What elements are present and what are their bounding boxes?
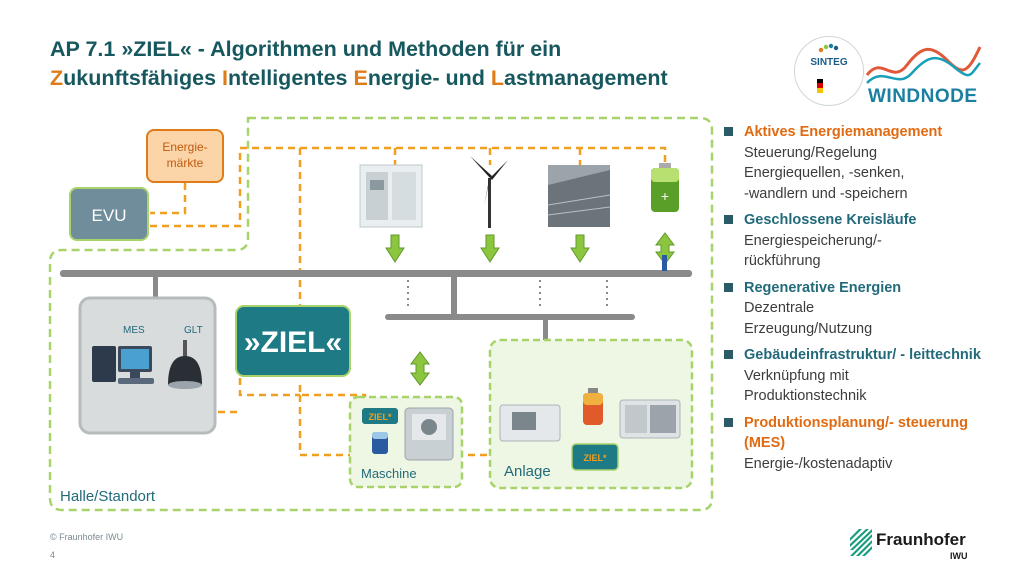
halle-standort-label: Halle/Standort	[60, 488, 156, 505]
title-line-2: Zukunftsfähiges Intelligentes Energie- u…	[50, 66, 668, 90]
fraunhofer-text: Fraunhofer	[876, 530, 966, 549]
fraunhofer-logo-icon	[850, 529, 872, 556]
halle-standort-boundary	[48, 116, 714, 512]
evu-box	[69, 187, 149, 241]
ceiling-lamp-icon	[168, 340, 202, 389]
ziel-small-1-label: ZIEL*	[368, 412, 391, 422]
energiemaerkte-box	[146, 129, 224, 183]
arrow-down-1	[385, 234, 405, 263]
bullet-geschlossene-kreislaeufe: Geschlossene Kreisläufe Energiespeicheru…	[722, 210, 1012, 272]
solar-panel-image	[547, 165, 611, 227]
ziel-small-1-box	[362, 408, 398, 424]
computer-icon	[92, 346, 154, 384]
arrow-bidirectional-maschine	[410, 351, 430, 386]
main-energy-bus	[60, 270, 692, 277]
energy-converter-image	[359, 164, 423, 228]
page-number: 4	[50, 550, 56, 560]
machine-tool-image	[404, 407, 454, 461]
svg-text:+: +	[661, 188, 669, 204]
sinteg-logo: SINTEG	[794, 36, 864, 106]
title-line-1: AP 7.1 »ZIEL« - Algorithmen und Methoden…	[50, 37, 562, 61]
industrial-unit-image	[619, 399, 681, 439]
bullet-produktionsplanung: Produktionsplanung/- steuerung (MES) Ene…	[722, 413, 1012, 475]
anlage-battery-icon	[583, 388, 603, 425]
energy-management-diagram: Energie- märkte EVU MES GLT »ZIEL«	[48, 116, 714, 512]
wind-turbine-icon	[470, 156, 508, 228]
energiemaerkte-label-2: märkte	[167, 156, 204, 170]
windnode-text: WINDNODE	[868, 86, 978, 107]
bullet-aktives-energiemanagement: Aktives Energiemanagement Steuerung/Rege…	[722, 122, 1012, 204]
evu-label: EVU	[92, 206, 127, 225]
ziel-small-2-box	[571, 443, 619, 471]
secondary-energy-bus	[385, 314, 635, 320]
footer-copyright: © Fraunhofer IWU	[50, 532, 124, 542]
arrow-down-3	[570, 234, 590, 263]
maschine-label: Maschine	[361, 466, 417, 481]
ziel-main-label: »ZIEL«	[244, 326, 342, 359]
ziel-main-box	[235, 305, 351, 377]
mes-label: MES	[123, 325, 145, 336]
bullet-list: Aktives Energiemanagement Steuerung/Rege…	[722, 122, 1012, 480]
arrow-down-2	[480, 234, 500, 263]
sinteg-emblem-icon	[817, 43, 839, 93]
fraunhofer-iwu-text: IWU	[950, 551, 968, 561]
machining-center-image	[499, 404, 561, 442]
bullet-regenerative-energien: Regenerative Energien Dezentrale Erzeugu…	[722, 278, 1012, 340]
glt-label: GLT	[184, 325, 203, 336]
windnode-wave-icon	[865, 46, 982, 84]
sinteg-text: SINTEG	[810, 57, 848, 68]
maschine-battery-icon	[372, 432, 388, 454]
ziel-small-2-label: ZIEL*	[583, 453, 606, 463]
anlage-label: Anlage	[504, 463, 551, 480]
bullet-gebaeudeinfrastruktur: Gebäudeinfrastruktur/ - leittechnik Verk…	[722, 345, 1012, 407]
battery-icon: +	[651, 163, 679, 212]
page-title: AP 7.1 »ZIEL« - Algorithmen und Methoden…	[50, 35, 750, 93]
energiemaerkte-label-1: Energie-	[162, 140, 207, 154]
